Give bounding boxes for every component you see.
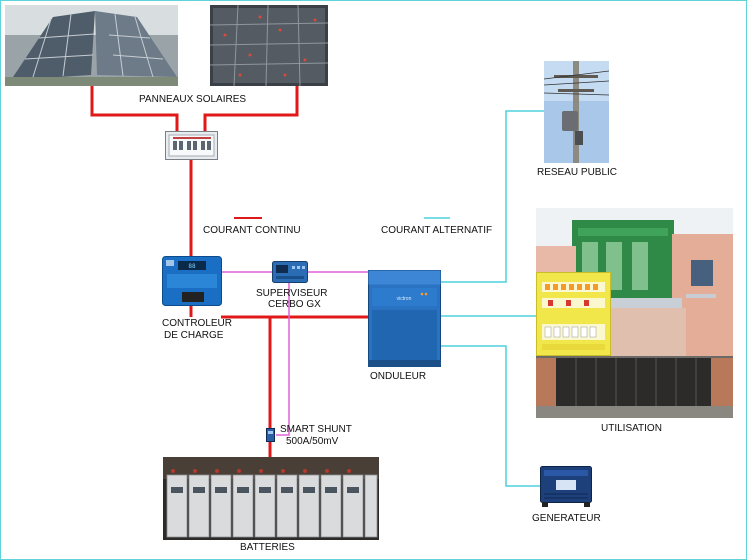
- smart-shunt-image: [266, 428, 275, 442]
- utility-pole-image: [544, 61, 609, 163]
- dc-wire-panel1: [90, 86, 179, 135]
- charge-controller-label-2: DE CHARGE: [164, 330, 224, 341]
- charge-controller-image: 88: [162, 256, 222, 306]
- smart-shunt-label-2: 500A/50mV: [286, 436, 339, 447]
- ac-wire-grid: [441, 110, 544, 283]
- smart-shunt-label-1: SMART SHUNT: [280, 424, 352, 435]
- ac-wire-generator: [441, 345, 540, 487]
- dc-legend-label: COURANT CONTINU: [203, 225, 301, 236]
- data-wires: [221, 271, 368, 436]
- batteries-label: BATTERIES: [240, 542, 295, 553]
- supervisor-label-2: CERBO GX: [268, 299, 321, 310]
- cerbo-gx-image: [272, 261, 308, 283]
- usage-label: UTILISATION: [601, 423, 662, 434]
- charge-controller-label-1: CONTROLEUR: [162, 318, 233, 329]
- solar-panel-2-image: [210, 5, 328, 86]
- inverter-label: ONDULEUR: [370, 371, 427, 382]
- combiner-box-image: [165, 131, 218, 160]
- distribution-board-image: [536, 272, 611, 356]
- generator-label: GENERATEUR: [532, 513, 601, 524]
- solar-panel-1-image: [5, 5, 178, 86]
- ac-legend-label: COURANT ALTERNATIF: [381, 225, 493, 236]
- dc-wire-panel2: [203, 86, 299, 135]
- solar-panels-label: PANNEAUX SOLAIRES: [139, 94, 247, 105]
- dc-wires: [90, 86, 368, 458]
- inverter-image: victron: [368, 270, 441, 367]
- battery-bank-image: [163, 457, 379, 540]
- supervisor-label-1: SUPERVISEUR: [256, 288, 328, 299]
- ac-wires: [441, 110, 544, 487]
- svg-text:victron: victron: [397, 296, 412, 302]
- data-wire-cerbo-shunt: [276, 282, 290, 436]
- generator-image: [540, 462, 592, 507]
- svg-text:88: 88: [188, 263, 196, 270]
- public-grid-label: RESEAU PUBLIC: [537, 167, 618, 178]
